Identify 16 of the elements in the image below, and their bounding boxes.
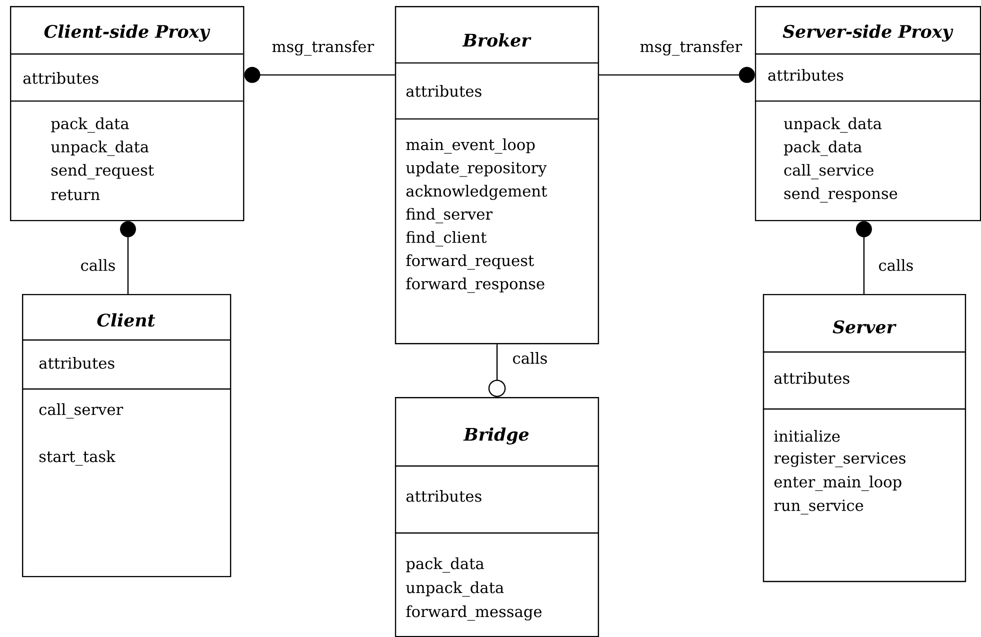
connector <box>599 66 755 83</box>
edge-label: calls <box>78 258 118 272</box>
connector <box>856 221 872 294</box>
class-box: Server attributes initialize register_services enter_main_loop run_service <box>762 294 966 582</box>
class-box: Bridge attributes pack_data unpack_data forward_message <box>394 397 600 637</box>
class-box: Client attributes call_server start_task <box>22 294 232 578</box>
edge-label: msg_transfer <box>638 39 744 57</box>
edge-label: msg_transfer <box>270 39 376 57</box>
class-box: Broker attributes main_event_loop update_repository acknowledgement find_server find_client forward_request forward_response <box>394 6 600 344</box>
connector <box>244 66 395 83</box>
class-box: Client-side Proxy attributes pack_data unpack_data send_request return <box>10 6 244 222</box>
connector <box>120 221 136 294</box>
class-box: Server-side Proxy attributes unpack_data pack_data call_service send_response <box>754 6 981 222</box>
edge-label: calls <box>876 258 915 272</box>
edge-label: calls <box>510 350 549 366</box>
connector <box>488 344 506 398</box>
